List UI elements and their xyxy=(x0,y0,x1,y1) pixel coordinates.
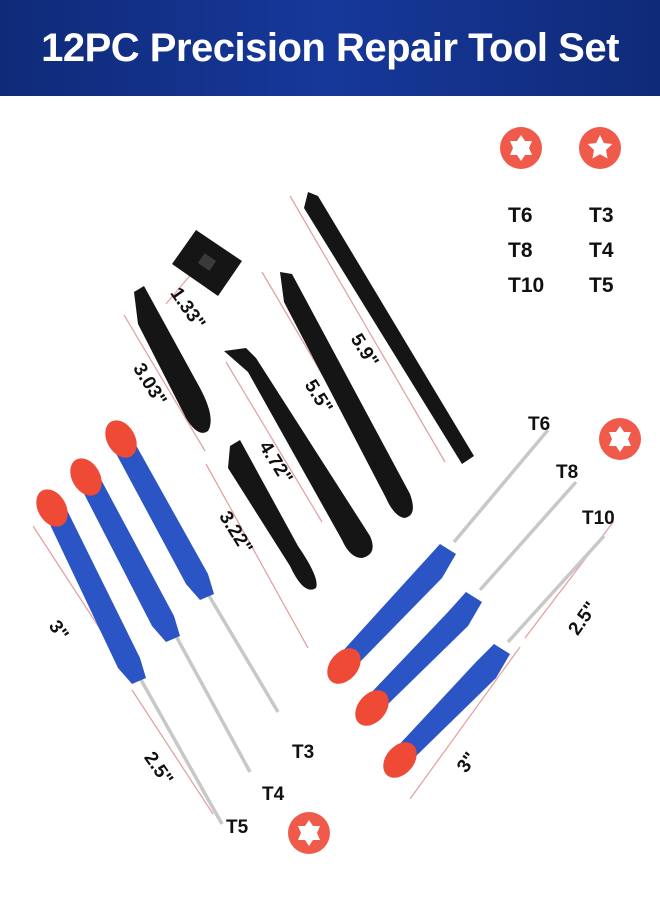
page-title: 12PC Precision Repair Tool Set xyxy=(41,25,619,70)
size-item: T10 xyxy=(508,274,545,297)
tip-label: T3 xyxy=(292,742,315,763)
opener-tool xyxy=(172,230,242,296)
star-5-point-icon xyxy=(579,127,621,169)
tip-label: T5 xyxy=(226,817,249,838)
spudger-tool xyxy=(134,286,211,433)
screwdriver-left-3 xyxy=(36,489,224,825)
screwdriver-right-1 xyxy=(327,428,550,684)
title-banner: 12PC Precision Repair Tool Set xyxy=(0,0,660,96)
size-item: T4 xyxy=(589,239,614,262)
curved-tweezers xyxy=(224,348,373,558)
tip-label: T4 xyxy=(262,784,285,805)
size-list-left: T6 T8 T10 xyxy=(508,198,544,303)
size-list-right: T3 T4 T5 xyxy=(589,198,614,303)
size-item: T6 xyxy=(508,204,533,227)
size-item: T8 xyxy=(508,239,533,262)
straight-tweezers xyxy=(280,272,413,518)
pry-tool xyxy=(228,440,317,590)
screwdriver-right-3 xyxy=(383,534,606,778)
product-illustration xyxy=(32,127,641,854)
tip-label: T6 xyxy=(528,414,551,435)
screwdriver-right-2 xyxy=(355,480,578,726)
torx-6-point-icon xyxy=(599,418,641,460)
size-item: T3 xyxy=(589,204,614,227)
torx-6-point-icon xyxy=(500,127,542,169)
screwdriver-left-2 xyxy=(70,458,252,773)
screwdriver-left-1 xyxy=(105,420,280,713)
tip-label: T8 xyxy=(556,462,579,483)
size-item: T5 xyxy=(589,274,614,297)
tip-label: T10 xyxy=(582,508,615,529)
long-spudger xyxy=(304,192,474,464)
torx-6-point-icon xyxy=(288,812,330,854)
